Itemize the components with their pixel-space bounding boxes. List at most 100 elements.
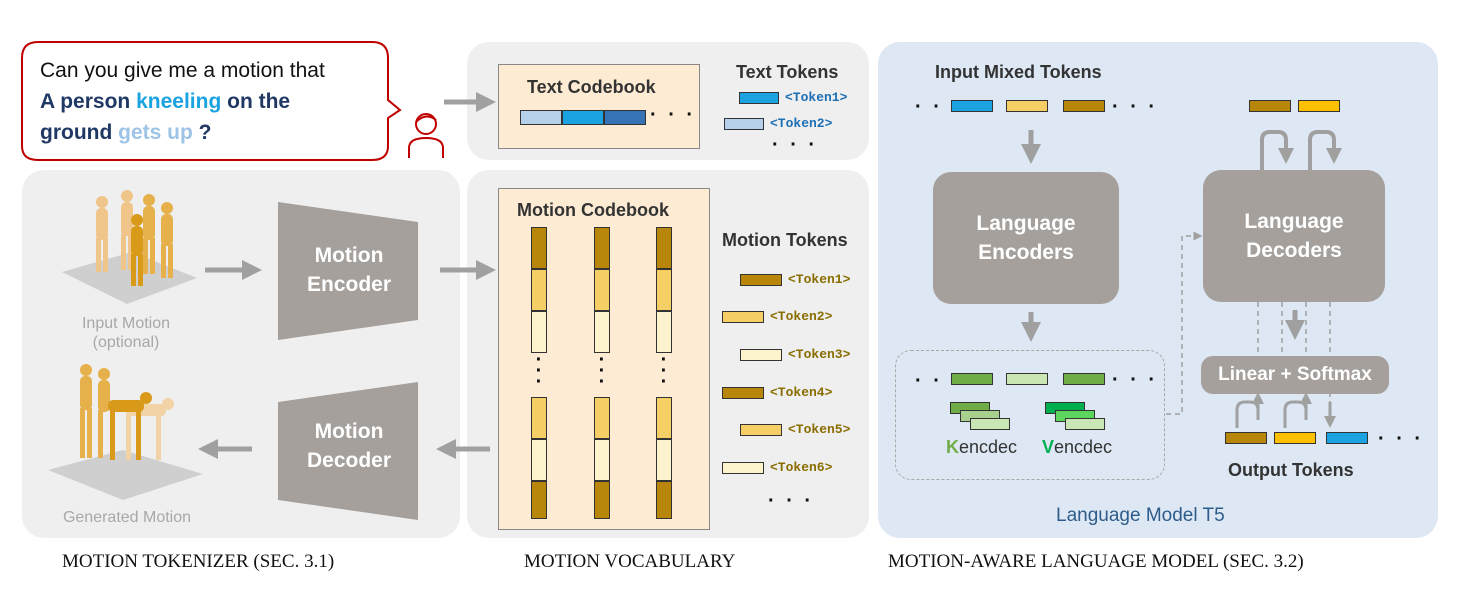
codebook-cell xyxy=(531,397,547,439)
codebook-cell xyxy=(594,227,610,269)
k-rest: encdec xyxy=(959,437,1018,457)
text-codebook-title: Text Codebook xyxy=(527,77,656,97)
motion-tokens-ellipsis: · · · xyxy=(768,490,815,512)
kv-token xyxy=(1063,373,1105,385)
motion-token-swatch xyxy=(722,311,764,323)
caption-language-model: MOTION-AWARE LANGUAGE MODEL (SEC. 3.2) xyxy=(888,551,1304,572)
output-token xyxy=(1274,432,1316,444)
speech-bubble xyxy=(21,41,402,161)
prompt-line-1: Can you give me a motion that xyxy=(40,59,325,82)
codebook-vertical-ellipsis: ··· xyxy=(535,349,543,393)
motion-decoder-shape xyxy=(278,382,418,520)
linear-softmax-block: Linear + Softmax xyxy=(1201,356,1389,394)
text-token-label: <Token1> xyxy=(785,90,848,105)
motion-encoder-label: Motion Encoder xyxy=(276,241,422,300)
text-codebook-cell xyxy=(604,110,646,125)
language-decoders-label-line: Decoders xyxy=(1246,239,1342,262)
decoder-output-token xyxy=(1298,100,1340,112)
motion-encoder-label-line: Encoder xyxy=(306,273,392,297)
motion-token-swatch xyxy=(722,462,764,474)
text-codebook-cell xyxy=(520,110,562,125)
motion-token-label: <Token2> xyxy=(770,309,833,324)
kv-ellipsis-left: · · · xyxy=(915,370,962,392)
text-codebook-ellipsis: · · · xyxy=(650,104,697,126)
output-token xyxy=(1326,432,1368,444)
output-token xyxy=(1225,432,1267,444)
codebook-cell xyxy=(656,439,672,481)
codebook-vertical-ellipsis: ··· xyxy=(660,349,668,393)
k-letter: K xyxy=(946,437,959,457)
prompt-text: A person xyxy=(40,90,137,113)
language-encoders-label-line: Language xyxy=(976,211,1076,235)
generated-motion-label: Generated Motion xyxy=(62,509,192,526)
input-token xyxy=(1006,100,1048,112)
motion-token-label: <Token3> xyxy=(788,347,851,362)
text-token-swatch xyxy=(724,118,764,130)
codebook-cell xyxy=(594,439,610,481)
motion-token-swatch xyxy=(740,274,782,286)
codebook-cell xyxy=(656,311,672,353)
language-decoders-block: Language Decoders xyxy=(1203,170,1385,302)
kv-token xyxy=(951,373,993,385)
text-codebook-box xyxy=(498,64,700,149)
k-stack-layer xyxy=(970,418,1010,430)
codebook-cell xyxy=(531,311,547,353)
user-icon xyxy=(408,113,444,158)
input-token xyxy=(951,100,993,112)
motion-token-label: <Token1> xyxy=(788,272,851,287)
motion-decoder-label-line: Decoder xyxy=(306,449,392,473)
motion-decoder-label-line: Motion xyxy=(314,420,384,443)
language-encoders-block: Language Encoders xyxy=(933,172,1119,304)
v-encdec-label: Vencdec xyxy=(1042,437,1112,458)
codebook-cell xyxy=(656,269,672,311)
motion-token-label: <Token4> xyxy=(770,385,833,400)
codebook-cell xyxy=(531,481,547,519)
k-encdec-label: Kencdec xyxy=(946,437,1017,458)
kv-dashed-box xyxy=(895,350,1165,480)
kv-ellipsis-right: · · · xyxy=(1112,369,1159,391)
input-tokens-ellipsis-left: · · · xyxy=(915,96,962,118)
prompt-line-2: A person kneeling on the xyxy=(40,90,290,114)
prompt-text: ground xyxy=(40,121,119,144)
prompt-line-3: ground gets up ? xyxy=(40,121,212,145)
output-tokens-title: Output Tokens xyxy=(1228,460,1354,480)
motion-encoder-shape xyxy=(278,202,418,340)
codebook-cell xyxy=(531,439,547,481)
codebook-cell xyxy=(594,397,610,439)
motion-token-label: <Token6> xyxy=(770,460,833,475)
language-model-name: Language Model T5 xyxy=(1056,505,1225,526)
codebook-cell xyxy=(531,269,547,311)
input-motion-figures xyxy=(62,190,197,304)
prompt-text: ? xyxy=(192,121,212,144)
input-motion-label-line: Input Motion xyxy=(81,315,171,332)
codebook-cell xyxy=(656,397,672,439)
prompt-highlight-gets-up: gets up xyxy=(118,121,193,144)
v-stack-layer xyxy=(1065,418,1105,430)
text-tokens-title: Text Tokens xyxy=(736,62,839,82)
codebook-vertical-ellipsis: ··· xyxy=(598,349,606,393)
motion-decoder-label: Motion Decoder xyxy=(276,417,422,476)
text-token-swatch xyxy=(739,92,779,104)
motion-tokens-title: Motion Tokens xyxy=(722,230,848,250)
codebook-cell xyxy=(656,481,672,519)
codebook-cell xyxy=(531,227,547,269)
prompt-text: on the xyxy=(221,90,291,113)
input-token xyxy=(1063,100,1105,112)
codebook-cell xyxy=(594,311,610,353)
motion-token-label: <Token5> xyxy=(788,422,851,437)
text-tokens-ellipsis: · · · xyxy=(772,134,819,156)
input-motion-label-line: (optional) xyxy=(92,334,160,352)
language-decoders-label-line: Language xyxy=(1244,209,1344,233)
language-encoders-label: Language Encoders xyxy=(976,209,1075,268)
input-mixed-tokens-title: Input Mixed Tokens xyxy=(935,62,1102,82)
language-encoders-label-line: Encoders xyxy=(978,241,1074,264)
generated-motion-figures xyxy=(48,364,203,500)
motion-token-swatch xyxy=(740,424,782,436)
motion-codebook-title: Motion Codebook xyxy=(517,200,669,220)
caption-motion-vocabulary: MOTION VOCABULARY xyxy=(524,551,736,572)
text-codebook-cell xyxy=(562,110,604,125)
codebook-cell xyxy=(656,227,672,269)
text-token-label: <Token2> xyxy=(770,116,833,131)
v-letter: V xyxy=(1042,437,1055,457)
codebook-cell xyxy=(594,481,610,519)
